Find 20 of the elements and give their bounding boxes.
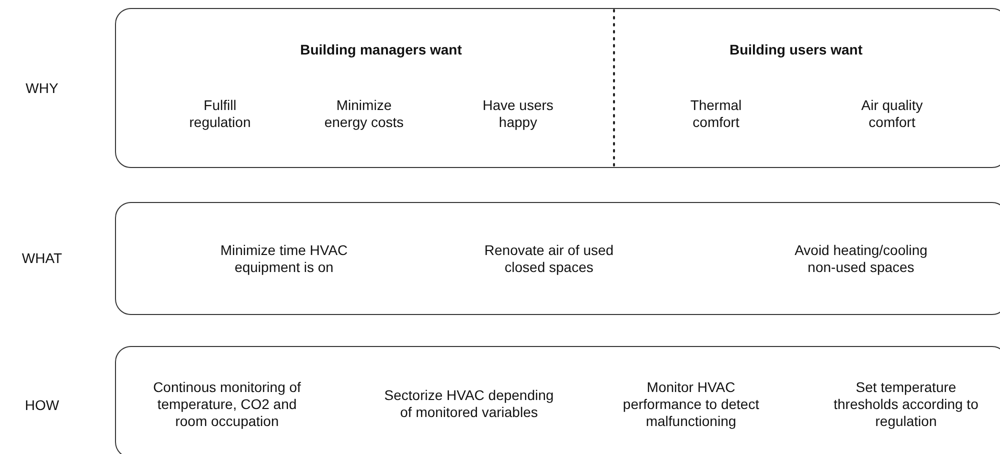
goal-text: Thermal comfort xyxy=(689,97,743,131)
action-text: Continous monitoring of temperature, CO2 and room occupation xyxy=(152,378,302,430)
action-text: Monitor HVAC performance to detect malfunctioning xyxy=(622,378,760,430)
goal-text: Minimize energy costs xyxy=(323,97,405,131)
objective-text: Avoid heating/cooling non-used spaces xyxy=(794,242,928,276)
objective-text: Renovate air of used closed spaces xyxy=(483,242,615,276)
rounded-band xyxy=(115,8,1000,168)
goal-text: Air quality comfort xyxy=(860,97,924,131)
rounded-band xyxy=(115,346,1000,454)
rounded-band xyxy=(115,202,1000,315)
group-heading: Building managers want xyxy=(299,42,463,58)
row-label: HOW xyxy=(24,397,60,413)
row-label: WHY xyxy=(26,80,58,96)
action-text: Set temperature thresholds according to regulation xyxy=(832,378,980,430)
group-heading: Building users want xyxy=(728,42,864,58)
action-text: Sectorize HVAC depending of monitored variables xyxy=(384,387,554,421)
goal-text: Fulfill regulation xyxy=(188,97,252,131)
goal-text: Have users happy xyxy=(482,97,554,131)
objective-text: Minimize time HVAC equipment is on xyxy=(219,242,349,276)
row-label: WHAT xyxy=(22,250,62,266)
